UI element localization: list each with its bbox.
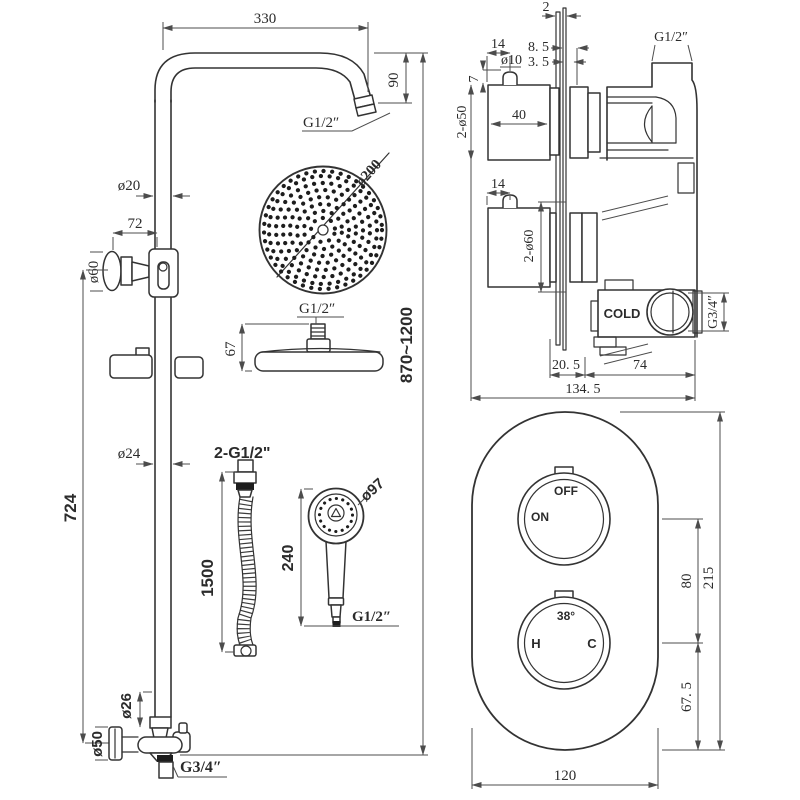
knobs-lower-label: 2-ø60 (522, 230, 537, 263)
stem-height-label: 7 (467, 76, 482, 83)
trim-plate-figure: OFF ON 38° H C 80 67. 5 215 120 (471, 411, 725, 789)
valve-body: COLD (590, 62, 703, 365)
recess-a-label: 8. 5 (528, 40, 549, 55)
dim-pipe-lower-diameter: ø24 (118, 446, 190, 467)
trim-plate-dims: 80 67. 5 215 120 (471, 411, 725, 789)
label-outlet-thread: G3/4″ (172, 759, 227, 778)
cold-port-circle (646, 288, 694, 336)
rail-collar (149, 716, 172, 729)
dim-wall-thickness: 2 (542, 0, 581, 19)
dim-lower-knob: 14 2-ø60 (486, 177, 566, 293)
temperature-dial: 38° H C (517, 590, 611, 690)
valve-outlet-thread-label: G1/2″ (654, 30, 688, 45)
label-valve-outlet-thread: G1/2″ (651, 30, 693, 62)
dim-diverter-offset: 72 (112, 216, 158, 250)
label-arm-thread: G1/2″ (302, 112, 391, 132)
hand-shower: 240 ø97 G1/2″ (280, 475, 399, 627)
rain-head-top-view: ø200 (258, 152, 390, 295)
hand-thread-label: G1/2″ (352, 609, 391, 625)
head-thread-label: G1/2″ (299, 301, 335, 317)
plate-to-body-label: 20. 5 (552, 358, 580, 373)
valve-bottom-dims: 20. 5 74 134. 5 (470, 160, 696, 401)
head-center-hub (317, 224, 329, 236)
rail-length-label: 724 (61, 493, 80, 522)
elbow-body (137, 736, 183, 754)
stem-offset-lower-label: 14 (491, 177, 505, 192)
overall-height-label: 870~1200 (397, 307, 416, 383)
wall-elbow (108, 716, 191, 779)
trim-plate-outline (471, 411, 659, 751)
wall-thickness-label: 2 (543, 0, 550, 15)
stem-diameter-label: ø10 (501, 53, 522, 68)
upper-knob (487, 71, 601, 161)
dial-gap-label: 80 (679, 574, 695, 589)
cold-thread-label: G3/4″ (706, 295, 721, 329)
outlet-thread-label: G3/4″ (180, 759, 222, 776)
plate-width-label: 120 (554, 768, 577, 784)
overall-depth-label: 134. 5 (566, 382, 601, 397)
flange-diameter-label: ø50 (89, 731, 106, 757)
rain-head-side-view: G1/2″ 67 (223, 301, 384, 372)
cold-label: COLD (604, 306, 641, 321)
hose-thread-label: 2-G1/2" (214, 445, 271, 462)
on-label: ON (531, 510, 549, 524)
dim-pipe-diameter: ø20 (118, 178, 190, 199)
pipe-diameter-label: ø20 (118, 178, 141, 194)
plate-height-label: 215 (701, 567, 717, 590)
wall-plate (555, 7, 567, 351)
nozzle-dots (261, 168, 385, 292)
on-off-dial: OFF ON (517, 466, 611, 566)
head-depth-label: 67 (223, 341, 239, 357)
recess-b-label: 3. 5 (528, 55, 549, 70)
shower-column-figure: 330 90 870~1200 G1/2″ ø20 (61, 11, 428, 779)
temperature-label: 38° (557, 609, 575, 623)
stem-offset-upper-label: 14 (491, 37, 505, 52)
diverter-knob (102, 250, 122, 292)
dim-arm-height: 90 (374, 52, 428, 104)
diverter-diameter-label: ø60 (86, 261, 102, 284)
lower-knob (487, 194, 598, 288)
dim-upper-knob: 14 ø10 8. 5 3. 5 7 2-ø50 40 (455, 37, 589, 161)
dim-cold-thread: G3/4″ (688, 292, 729, 332)
dim-neck-diameter: ø26 (118, 691, 152, 728)
body-width-label: 74 (633, 358, 647, 373)
diverter-offset-label: 72 (128, 216, 143, 232)
hot-label: H (531, 636, 540, 651)
hand-length-label: 240 (280, 545, 297, 572)
bottom-gap-label: 67. 5 (679, 682, 695, 712)
mixer-valve-section-figure: 2 14 ø10 8. 5 3. 5 7 (455, 0, 729, 401)
neck-diameter-label: ø26 (118, 693, 135, 719)
diverter-assembly (102, 248, 179, 298)
hose-length-label: 1500 (198, 559, 217, 597)
hand-shower-handle (325, 540, 347, 599)
off-label: OFF (554, 484, 578, 498)
head-disc (254, 351, 384, 372)
arm-length-label: 330 (254, 11, 277, 27)
pipe-lower-diameter-label: ø24 (118, 446, 141, 462)
shower-rail (154, 52, 377, 718)
dim-diverter-diameter: ø60 (86, 251, 103, 292)
dim-arm-length: 330 (162, 11, 369, 92)
knob-depth-label: 40 (512, 108, 526, 123)
arm-height-label: 90 (386, 73, 402, 88)
dim-overall-height: 870~1200 (180, 52, 428, 756)
slider-bracket (109, 347, 204, 379)
hose-ribs (236, 498, 256, 647)
outlet-stub (158, 761, 174, 779)
knobs-upper-label: 2-ø50 (455, 106, 470, 139)
cold-side-label: C (587, 636, 597, 651)
dim-flange-diameter: ø50 (89, 726, 108, 761)
arm-thread-label: G1/2″ (303, 115, 339, 131)
dim-rail-length: 724 (61, 269, 110, 744)
shower-hose: 2-G1/2" 1500 (198, 445, 271, 657)
